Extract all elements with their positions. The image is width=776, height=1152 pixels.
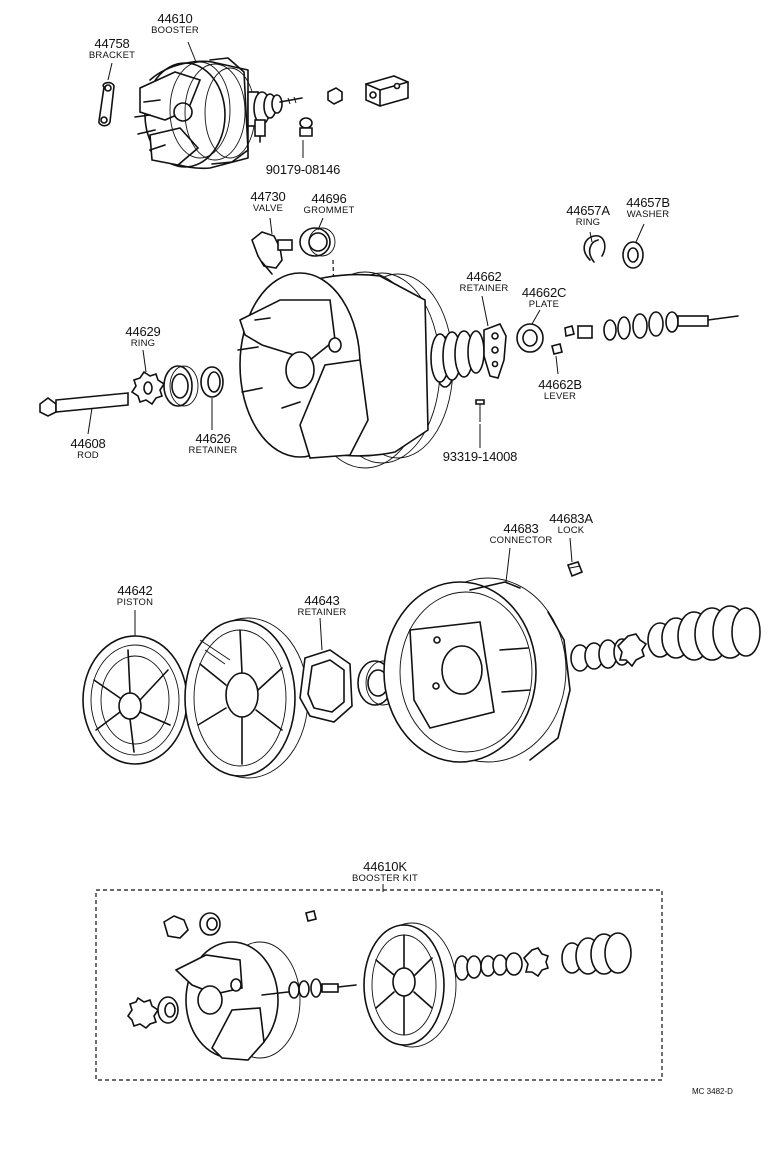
part-44683-label: 44683 CONNECTOR: [490, 522, 553, 546]
part-number: 44662C: [521, 285, 567, 300]
valve-body-drawing: [570, 605, 761, 672]
part-number: 90179-08146: [265, 162, 341, 177]
part-number: 44608: [70, 436, 106, 451]
diaphragm-spring-drawing: [430, 330, 485, 383]
part-number: 44610: [157, 11, 193, 26]
part-number: 44610K: [363, 859, 407, 874]
rear-shell-drawing: [383, 577, 571, 763]
part-number: 44657A: [566, 203, 610, 218]
kit-gear-drawing: [522, 947, 550, 978]
pushrod-drawing: [39, 392, 129, 417]
retainer-seal-drawing: [299, 649, 353, 723]
retainer-plate-drawing: [483, 322, 507, 379]
part-number: 44657B: [626, 195, 670, 210]
plate-drawing: [516, 323, 544, 353]
part-44642-label: 44642 PISTON: [117, 584, 153, 608]
grommet-drawing: [299, 227, 336, 257]
nut-drawing: [299, 87, 343, 137]
part-name: RETAINER: [297, 607, 347, 618]
part-44758-label: 44758 BRACKET: [89, 37, 135, 61]
part-name: BRACKET: [88, 50, 136, 61]
part-number: 44629: [125, 324, 161, 339]
part-44657A-label: 44657A RING: [566, 204, 610, 228]
part-number: 44643: [304, 593, 340, 608]
part-44610-label: 44610 BOOSTER: [151, 12, 199, 36]
part-name: PLATE: [528, 299, 560, 310]
part-name: ROD: [77, 450, 99, 461]
kit-booster-drawing: [174, 941, 357, 1061]
booster-body-drawing: [237, 271, 456, 469]
part-name: PISTON: [116, 597, 154, 608]
part-name: BOOSTER: [151, 25, 199, 36]
part-93319-label: 93319-14008: [442, 449, 518, 464]
part-name: RETAINER: [188, 445, 238, 456]
lever-drawing: [551, 325, 575, 355]
part-44629-label: 44629 RING: [125, 325, 160, 349]
part-44662C-label: 44662C PLATE: [521, 285, 567, 310]
part-name: RING: [575, 217, 601, 228]
part-44662B-label: 44662B LEVER: [538, 378, 582, 402]
part-44610K-label: 44610K BOOSTER KIT: [352, 860, 418, 884]
part-number: 44626: [195, 431, 231, 446]
part-name: CONNECTOR: [489, 535, 553, 546]
figure-code: MC 3482-D: [692, 1087, 733, 1096]
part-number: 44696: [311, 191, 347, 206]
part-name: BOOSTER KIT: [351, 873, 419, 884]
part-44730-label: 44730 VALVE: [250, 190, 285, 214]
piston-drawing: [82, 635, 188, 765]
part-name: GROMMET: [303, 205, 355, 216]
kit-piston-drawing: [363, 922, 457, 1048]
bearing-drawing: [163, 365, 199, 407]
part-44643-label: 44643 RETAINER: [298, 594, 347, 618]
part-name: LOCK: [557, 525, 585, 536]
lock-drawing: [566, 561, 584, 578]
star-ring-drawing: [130, 370, 166, 406]
check-valve-drawing: [251, 231, 293, 275]
part-number: 44683A: [549, 511, 593, 526]
kit-lock-drawing: [305, 910, 317, 922]
part-44626-label: 44626 RETAINER: [189, 432, 238, 456]
part-44608-label: 44608 ROD: [70, 437, 105, 461]
retainer-ring-drawing: [200, 366, 224, 398]
bracket-drawing: [98, 81, 115, 127]
kit-star-ring-drawing: [126, 996, 179, 1030]
part-name: WASHER: [626, 209, 670, 220]
part-number: 44758: [94, 36, 130, 51]
kit-spring-drawing: [454, 952, 523, 981]
part-number: 44662: [466, 269, 502, 284]
leader-lines: [87, 41, 645, 651]
part-number: 93319-14008: [442, 449, 518, 464]
part-90179-label: 90179-08146: [265, 162, 341, 177]
part-44662-label: 44662 RETAINER: [460, 270, 509, 294]
part-name: RING: [130, 338, 156, 349]
part-name: RETAINER: [459, 283, 509, 294]
booster-assembly-drawing: [134, 57, 303, 170]
part-44657B-label: 44657B WASHER: [626, 196, 670, 220]
part-number: 44683: [503, 521, 539, 536]
part-44683A-label: 44683A LOCK: [549, 512, 593, 536]
kit-boot-drawing: [561, 932, 632, 975]
part-name: LEVER: [543, 391, 577, 402]
part-44696-label: 44696 GROMMET: [303, 192, 354, 216]
kit-valve-drawing: [163, 912, 221, 939]
diaphragm-plate-drawing: [184, 617, 309, 779]
booster-kit-frame: [95, 889, 663, 1081]
part-number: 44642: [117, 583, 153, 598]
part-name: VALVE: [252, 203, 284, 214]
washer-drawing: [622, 241, 644, 269]
part-number: 44662B: [538, 377, 582, 392]
valve-plunger-drawing: [577, 311, 739, 341]
clevis-drawing: [365, 75, 409, 107]
part-number: 44730: [250, 189, 286, 204]
snap-ring-drawing: [583, 235, 606, 263]
